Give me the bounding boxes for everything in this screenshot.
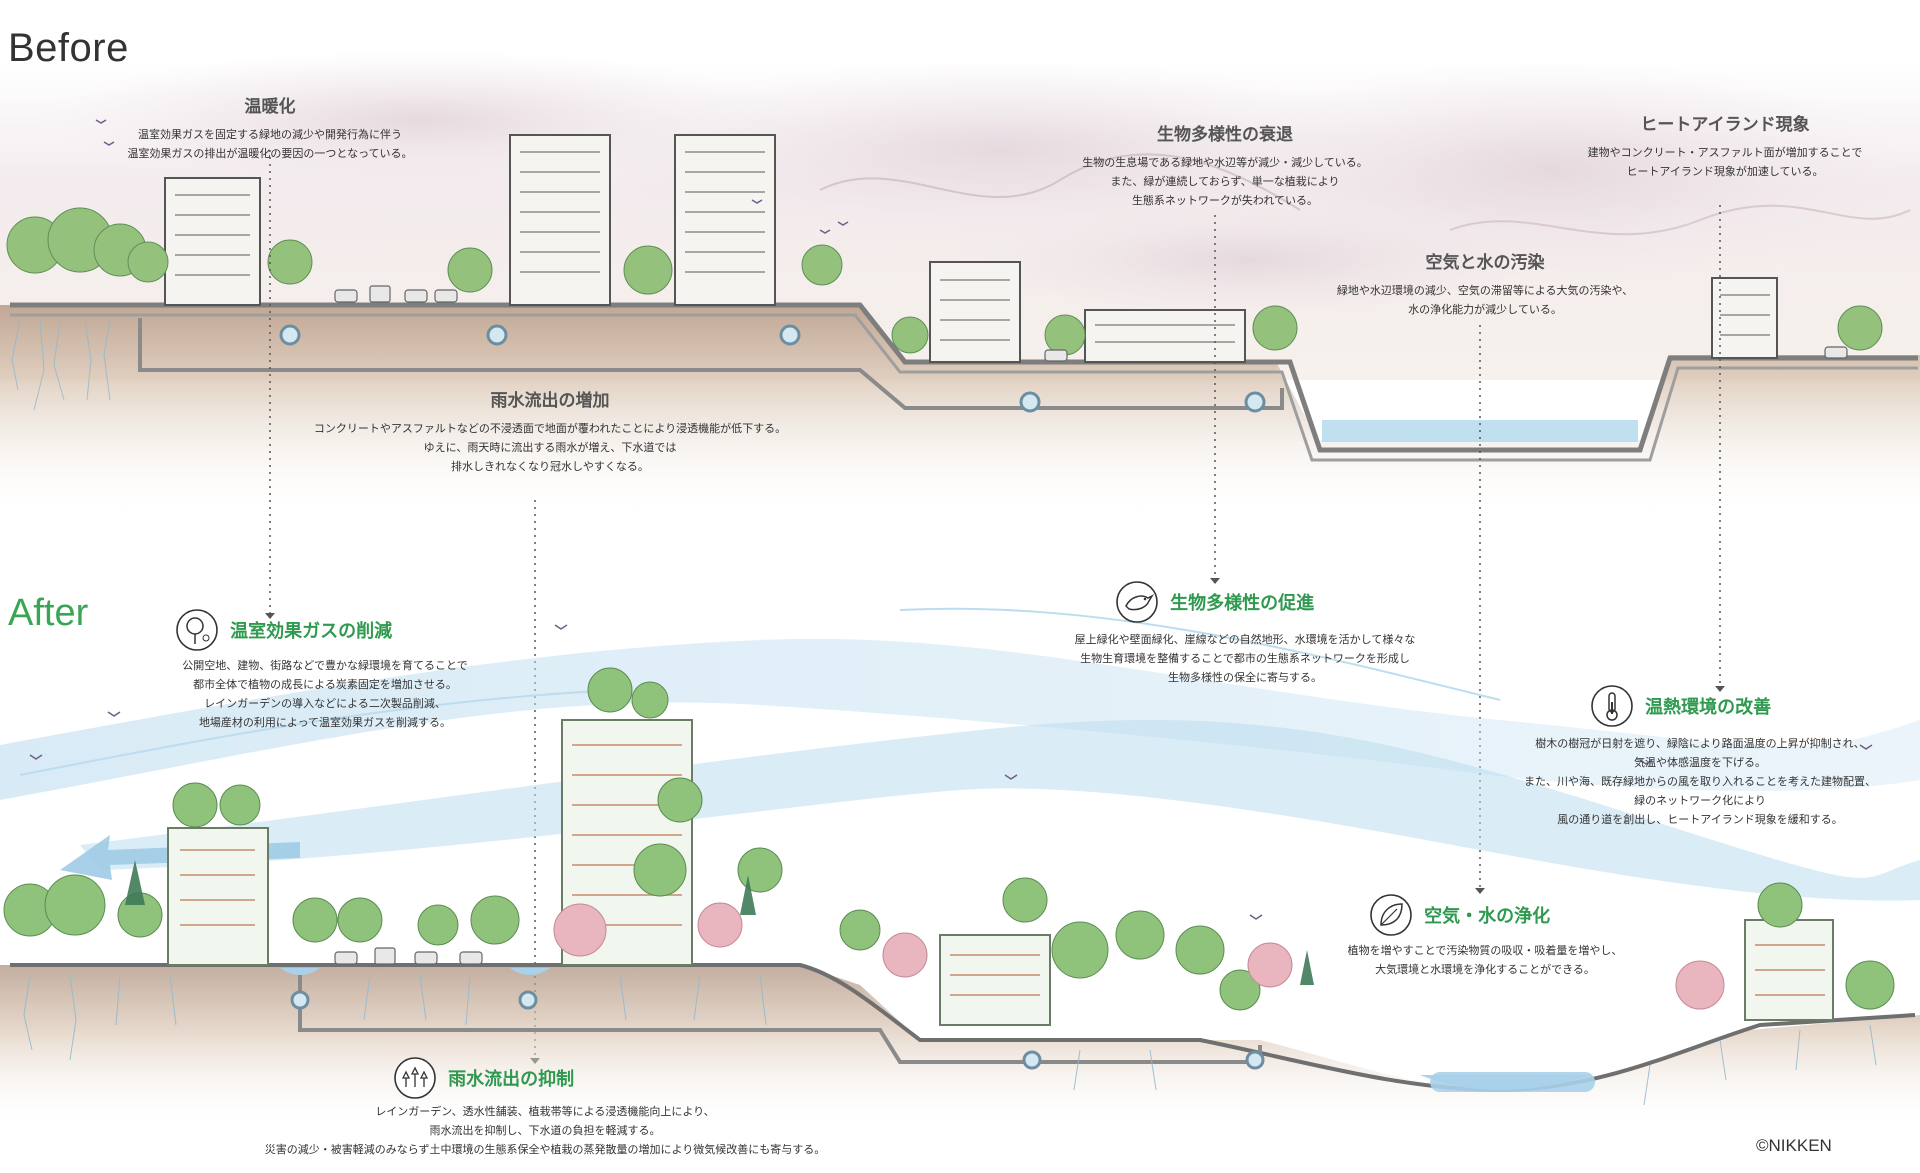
before-runoff-title: 雨水流出の増加 xyxy=(490,391,610,411)
before-scene xyxy=(0,50,1920,520)
before-warming-text: 温室効果ガスを固定する緑地の減少や開発行為に伴う温室効果ガスの排出が温暖化の要因… xyxy=(127,128,413,160)
after-thermal-callout: 温熱環境の改善 樹木の樹冠が日射を遮り、緑陰により路面温度の上昇が抑制され、気温… xyxy=(1500,684,1900,829)
after-ghg-title: 温室効果ガスの削減 xyxy=(230,621,393,642)
after-purification-callout: 空気・水の浄化 植物を増やすことで汚染物質の吸収・吸着量を増やし、大気環境と水環… xyxy=(1335,893,1635,979)
before-pollution-text: 緑地や水辺環境の減少、空気の滞留等による大気の汚染や、水の浄化能力が減少している… xyxy=(1336,284,1634,316)
thermometer-icon xyxy=(1590,684,1634,728)
after-scene xyxy=(0,607,1920,1130)
after-ghg-text: 公開空地、建物、街路などで豊かな緑環境を育てることで都市全体で植物の成長による炭… xyxy=(182,659,468,729)
after-purification-title: 空気・水の浄化 xyxy=(1424,906,1551,927)
after-heading: After xyxy=(8,592,89,634)
before-runoff-text: コンクリートやアスファルトなどの不浸透面で地面が覆われたことにより浸透機能が低下… xyxy=(313,422,787,473)
after-biodiversity-text: 屋上緑化や壁面緑化、崖線などの自然地形、水環境を活かして様々な生物生育環境を整備… xyxy=(1074,633,1416,684)
before-pollution-title: 空気と水の汚染 xyxy=(1425,253,1545,273)
before-biodiversity-text: 生物の生息場である緑地や水辺等が減少・減少している。また、緑が連続しておらず、単… xyxy=(1082,156,1368,207)
after-biodiversity-callout: 生物多様性の促進 屋上緑化や壁面緑化、崖線などの自然地形、水環境を活かして様々な… xyxy=(1055,580,1435,687)
leaf-icon xyxy=(1369,893,1413,937)
before-heat-island-callout: ヒートアイランド現象 建物やコンクリート・アスファルト面が増加することでヒートア… xyxy=(1570,110,1880,181)
after-thermal-title: 温熱環境の改善 xyxy=(1645,697,1772,718)
rain-trees-icon xyxy=(393,1056,437,1100)
before-pollution-callout: 空気と水の汚染 緑地や水辺環境の減少、空気の滞留等による大気の汚染や、水の浄化能… xyxy=(1315,248,1655,319)
co2-tree-icon xyxy=(175,608,219,652)
after-runoff-text: レインガーデン、透水性舗装、植栽帯等による浸透機能向上により、雨水流出を抑制し、… xyxy=(264,1105,826,1156)
before-heat-island-text: 建物やコンクリート・アスファルト面が増加することでヒートアイランド現象が加速して… xyxy=(1587,146,1863,178)
before-warming-callout: 温暖化 温室効果ガスを固定する緑地の減少や開発行為に伴う温室効果ガスの排出が温暖… xyxy=(105,92,435,163)
before-heading: Before xyxy=(8,26,129,70)
before-biodiversity-callout: 生物多様性の衰退 生物の生息場である緑地や水辺等が減少・減少している。また、緑が… xyxy=(1055,120,1395,210)
before-runoff-callout: 雨水流出の増加 コンクリートやアスファルトなどの不浸透面で地面が覆われたことによ… xyxy=(300,386,800,476)
after-runoff-callout: 雨水流出の抑制 レインガーデン、透水性舗装、植栽帯等による浸透機能向上により、雨… xyxy=(225,1056,865,1159)
before-biodiversity-title: 生物多様性の衰退 xyxy=(1157,125,1293,145)
after-purification-text: 植物を増やすことで汚染物質の吸収・吸着量を増やし、大気環境と水環境を浄化すること… xyxy=(1347,944,1623,976)
after-runoff-title: 雨水流出の抑制 xyxy=(448,1069,575,1090)
before-warming-title: 温暖化 xyxy=(244,97,296,117)
copyright-notice: ©NIKKEN xyxy=(1756,1136,1832,1155)
after-ghg-callout: 温室効果ガスの削減 公開空地、建物、街路などで豊かな緑環境を育てることで都市全体… xyxy=(165,608,485,732)
bird-icon xyxy=(1115,580,1159,624)
after-biodiversity-title: 生物多様性の促進 xyxy=(1170,593,1315,614)
after-thermal-text: 樹木の樹冠が日射を遮り、緑陰により路面温度の上昇が抑制され、気温や体感温度を下げ… xyxy=(1524,737,1876,826)
before-heat-island-title: ヒートアイランド現象 xyxy=(1640,115,1810,135)
